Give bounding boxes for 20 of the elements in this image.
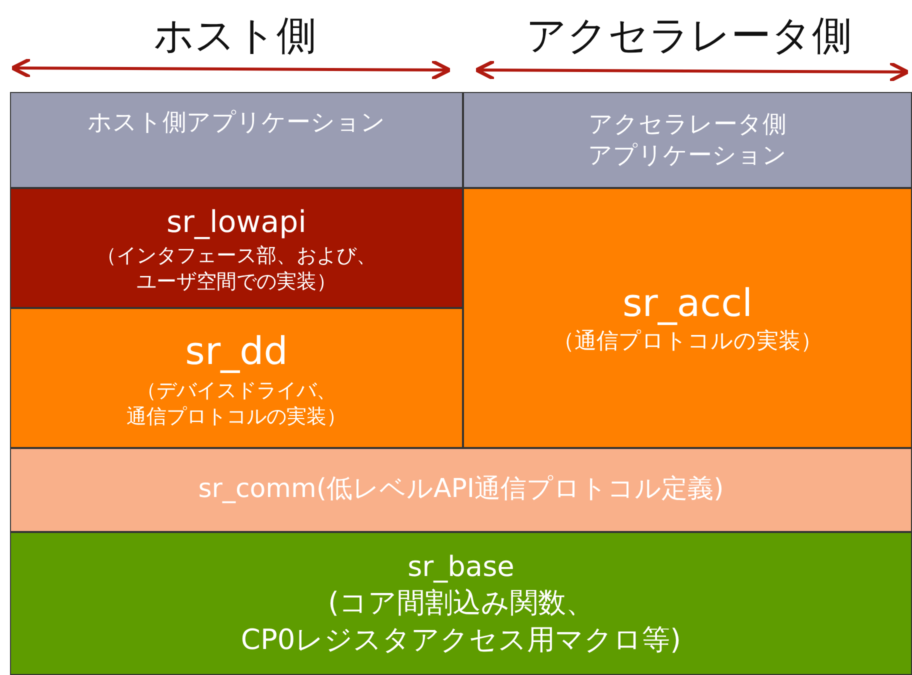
- side-heading: ホスト側: [152, 12, 318, 61]
- base-layer-box: [10, 532, 912, 675]
- library-layer-box: [10, 188, 463, 308]
- layer-title: sr_base: [408, 548, 514, 585]
- layer-description: （インタフェース部、および、ユーザ空間での実装）: [96, 242, 378, 294]
- driver-layer-box: [10, 308, 463, 448]
- layer-title: sr_accl: [622, 280, 753, 327]
- side-heading: アクセラレータ側: [525, 12, 853, 61]
- library-layer-box: [463, 188, 912, 448]
- layer-title: アクセラレータ側アプリケーション: [588, 108, 788, 171]
- layer-description: (コア間割込み関数、CP0レジスタアクセス用マクロ等): [240, 585, 682, 658]
- application-layer-box: [10, 92, 463, 188]
- layer-title: sr_comm(低レベルAPI通信プロトコル定義): [198, 473, 724, 506]
- layer-description: （通信プロトコルの実装）: [552, 328, 822, 356]
- layer-title: sr_dd: [185, 328, 288, 376]
- application-layer-box: [463, 92, 912, 188]
- layer-description: （デバイスドライバ、通信プロトコルの実装）: [126, 376, 348, 429]
- layer-title: ホスト側アプリケーション: [88, 107, 386, 138]
- protocol-layer-box: [10, 448, 912, 532]
- layer-title: sr_lowapi: [166, 204, 306, 242]
